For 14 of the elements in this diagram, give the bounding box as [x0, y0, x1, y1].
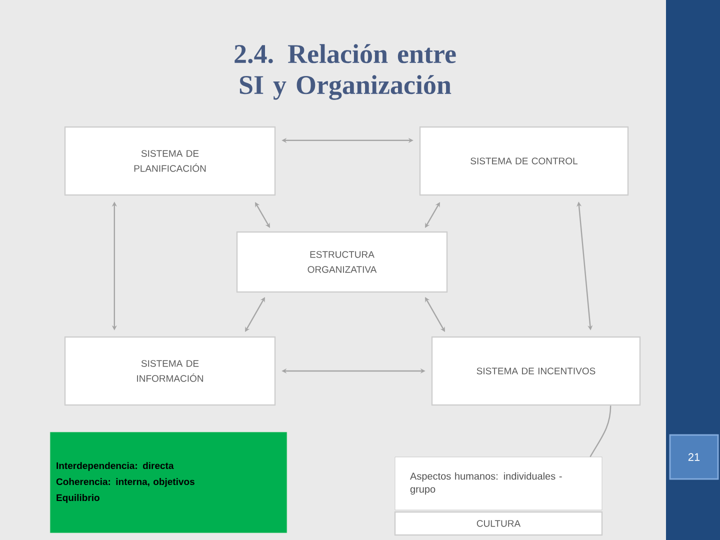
process-box: SISTEMA DE INCENTIVOS — [431, 336, 641, 406]
process-box: CULTURA — [394, 511, 603, 536]
process-box: SISTEMA DE PLANIFICACIÓN — [64, 126, 276, 196]
double-arrow — [425, 202, 440, 228]
double-arrow — [255, 202, 270, 228]
title: 2.4. Relación entre SI y Organización — [234, 44, 456, 100]
double-arrow — [425, 297, 445, 332]
page-number: 21 — [669, 434, 719, 480]
summary-box: Interdependencia: directa Coherencia: interna, objetivos Equilibrio — [50, 432, 288, 534]
double-arrow — [245, 297, 265, 332]
process-box: ESTRUCTURA ORGANIZATIVA — [236, 231, 448, 293]
process-box: SISTEMA DE INFORMACIÓN — [64, 336, 276, 406]
leader-line — [590, 406, 612, 458]
process-box: SISTEMA DE CONTROL — [419, 126, 629, 196]
